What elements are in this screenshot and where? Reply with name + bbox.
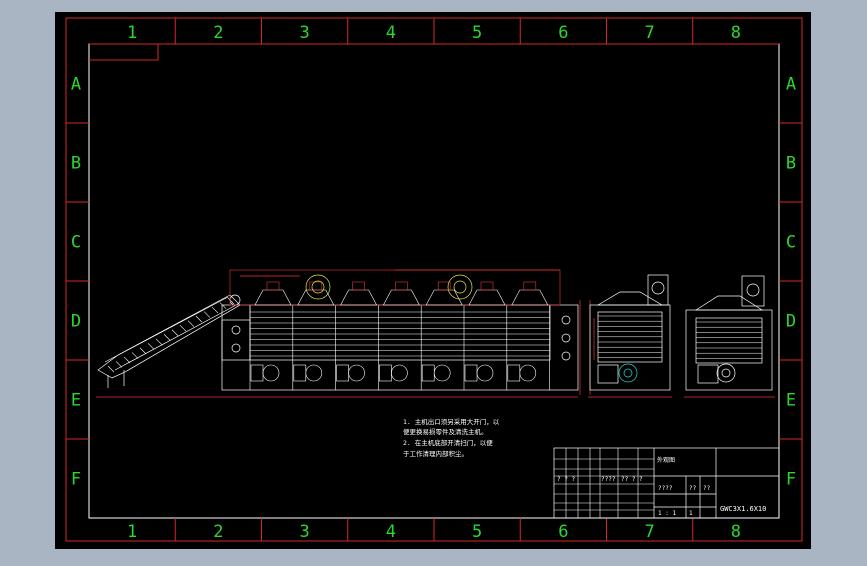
- column-label-bottom: 1: [127, 522, 137, 542]
- row-label-left: E: [71, 391, 81, 411]
- column-labels: 1 1 2 2 3 3 4 4 5 5 6 6 7 7 8 8: [127, 23, 741, 542]
- title-cell-g: 1 : 1: [658, 510, 676, 517]
- column-label-bottom: 4: [386, 522, 396, 542]
- row-labels: A A B B C C D D E E F F: [71, 75, 796, 490]
- side-view-right-shelves: [696, 321, 762, 359]
- column-dividers: [89, 18, 779, 541]
- title-cell-d: ????: [658, 485, 673, 492]
- column-label-top: 2: [213, 23, 223, 43]
- row-dividers: [66, 122, 802, 440]
- row-label-left: D: [71, 312, 81, 332]
- title-cell-h: 1: [689, 510, 693, 517]
- column-label-bottom: 8: [731, 522, 741, 542]
- column-label-top: 4: [386, 23, 396, 43]
- title-cell-e: ??: [689, 485, 697, 492]
- column-label-bottom: 7: [645, 522, 655, 542]
- row-label-left: B: [71, 154, 81, 174]
- column-label-top: 7: [645, 23, 655, 43]
- row-label-right: B: [786, 154, 796, 174]
- conveyor-rollers: [107, 297, 235, 373]
- fan-motor-right: [447, 274, 473, 300]
- corner-box: [89, 44, 159, 61]
- row-label-right: D: [786, 312, 796, 332]
- column-label-bottom: 2: [213, 522, 223, 542]
- dryer-shelves: [250, 311, 550, 357]
- side-view-left-shelves: [598, 315, 662, 358]
- exhaust-hoods: [254, 281, 549, 306]
- column-label-bottom: 6: [558, 522, 568, 542]
- side-view-left: [589, 274, 671, 391]
- title-cell-c: ?? ? ?: [621, 476, 643, 483]
- title-cell-b: ????: [601, 476, 616, 483]
- row-label-right: F: [786, 470, 796, 490]
- row-label-right: A: [786, 75, 796, 95]
- column-label-bottom: 5: [472, 522, 482, 542]
- title-block: [553, 447, 780, 519]
- title-cell-f: ??: [703, 485, 711, 492]
- drawing-number: GWC3X1.6X10: [720, 505, 766, 513]
- row-label-left: F: [71, 470, 81, 490]
- technical-notes: 1. 主机出口须另采用大开门，以 便更换易损零件及清洗主机。 2. 在主机底部开…: [403, 417, 500, 458]
- row-label-left: A: [71, 75, 81, 95]
- row-label-right: E: [786, 391, 796, 411]
- sheet-background: [55, 12, 811, 549]
- note-line-2: 便更换易损零件及清洗主机。: [403, 427, 488, 436]
- title-cell-a: ? ? ?: [557, 476, 575, 483]
- side-view-right: [685, 275, 773, 391]
- dryer-main-body: [221, 269, 579, 391]
- note-line-1: 1. 主机出口须另采用大开门，以: [403, 417, 500, 426]
- column-label-top: 3: [300, 23, 310, 43]
- column-label-top: 5: [472, 23, 482, 43]
- column-label-top: 1: [127, 23, 137, 43]
- column-label-top: 6: [558, 23, 568, 43]
- bottom-fans: [250, 364, 537, 382]
- column-label-top: 8: [731, 23, 741, 43]
- row-label-right: C: [786, 233, 796, 253]
- fan-motor-left: [305, 274, 331, 300]
- row-label-left: C: [71, 233, 81, 253]
- note-line-4: 于工作清理内部积尘。: [403, 449, 468, 458]
- column-label-bottom: 3: [300, 522, 310, 542]
- machine-drawing: [96, 269, 775, 398]
- drawing-title: 外观图: [657, 456, 675, 464]
- dryer-bays: [249, 305, 550, 390]
- note-line-3: 2. 在主机底部开清扫门，以便: [403, 438, 493, 447]
